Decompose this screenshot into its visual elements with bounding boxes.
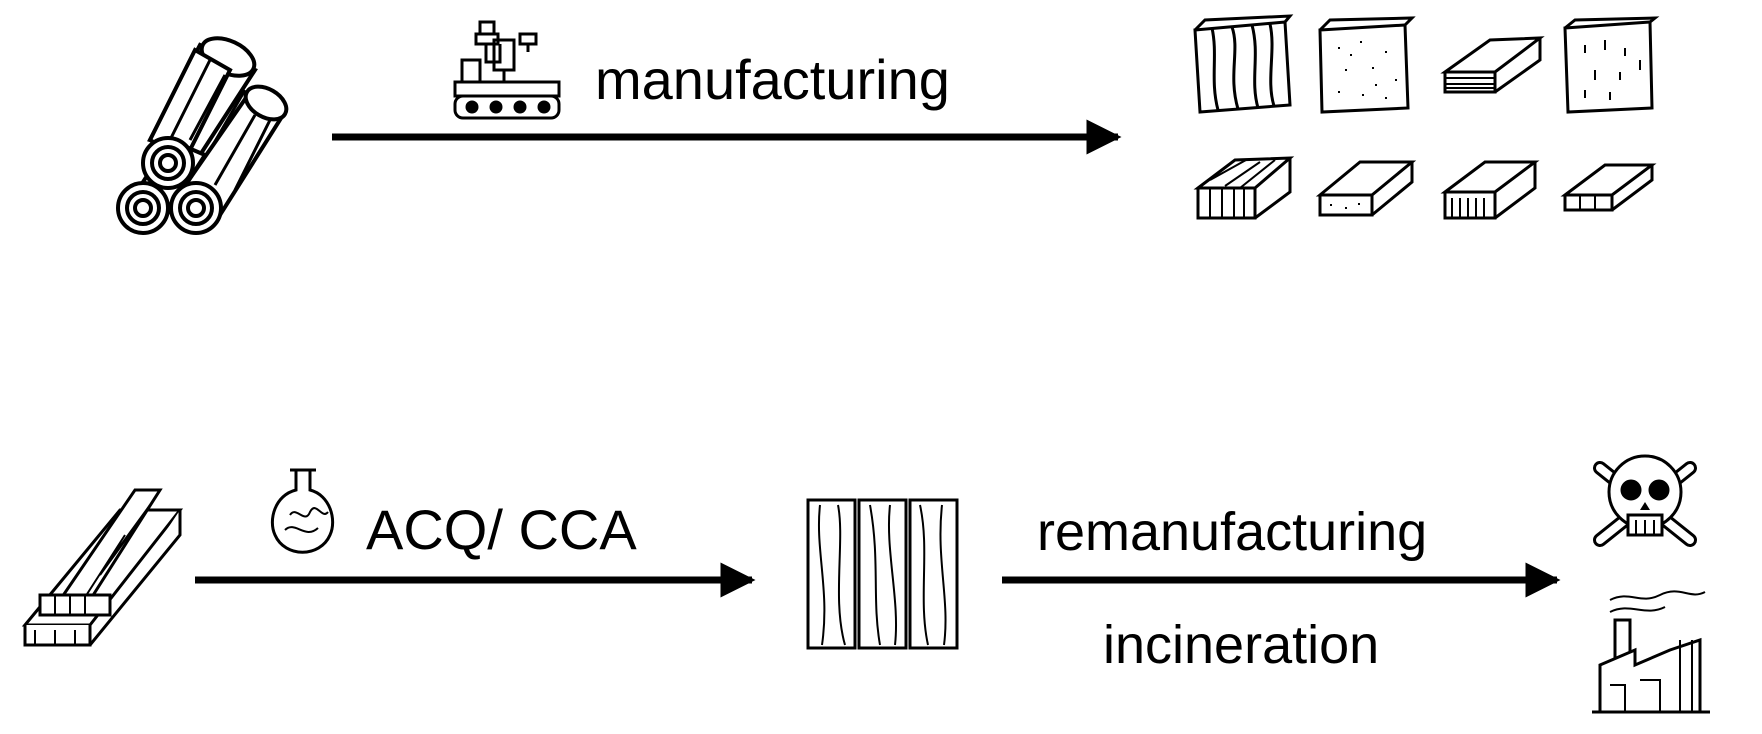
industrial-robot-conveyor-icon	[453, 20, 561, 120]
solid-wood-board-icon	[1193, 14, 1294, 114]
particle-slab-icon	[1315, 160, 1417, 217]
lumber-stack-icon	[21, 488, 184, 647]
flask-icon	[270, 468, 335, 554]
plywood-board-icon	[1440, 36, 1545, 94]
laminated-slab-icon	[1440, 160, 1540, 220]
acq-cca-label: ACQ/ CCA	[366, 498, 637, 561]
particle-board-icon	[1318, 16, 1416, 114]
fiberboard-icon	[1563, 16, 1660, 114]
factory-smokestack-icon	[1592, 590, 1710, 714]
manufacturing-label: manufacturing	[595, 48, 950, 111]
incineration-label: incineration	[1103, 615, 1380, 675]
skull-crossbones-icon	[1593, 454, 1697, 547]
product-board-grid	[1193, 14, 1660, 220]
treated-wood-planks-icon	[806, 498, 959, 650]
hollow-core-slab-icon	[1560, 163, 1657, 212]
remanufacturing-label: remanufacturing	[1037, 502, 1428, 562]
log-pile-icon	[116, 36, 289, 235]
glulam-beam-icon	[1193, 156, 1295, 220]
